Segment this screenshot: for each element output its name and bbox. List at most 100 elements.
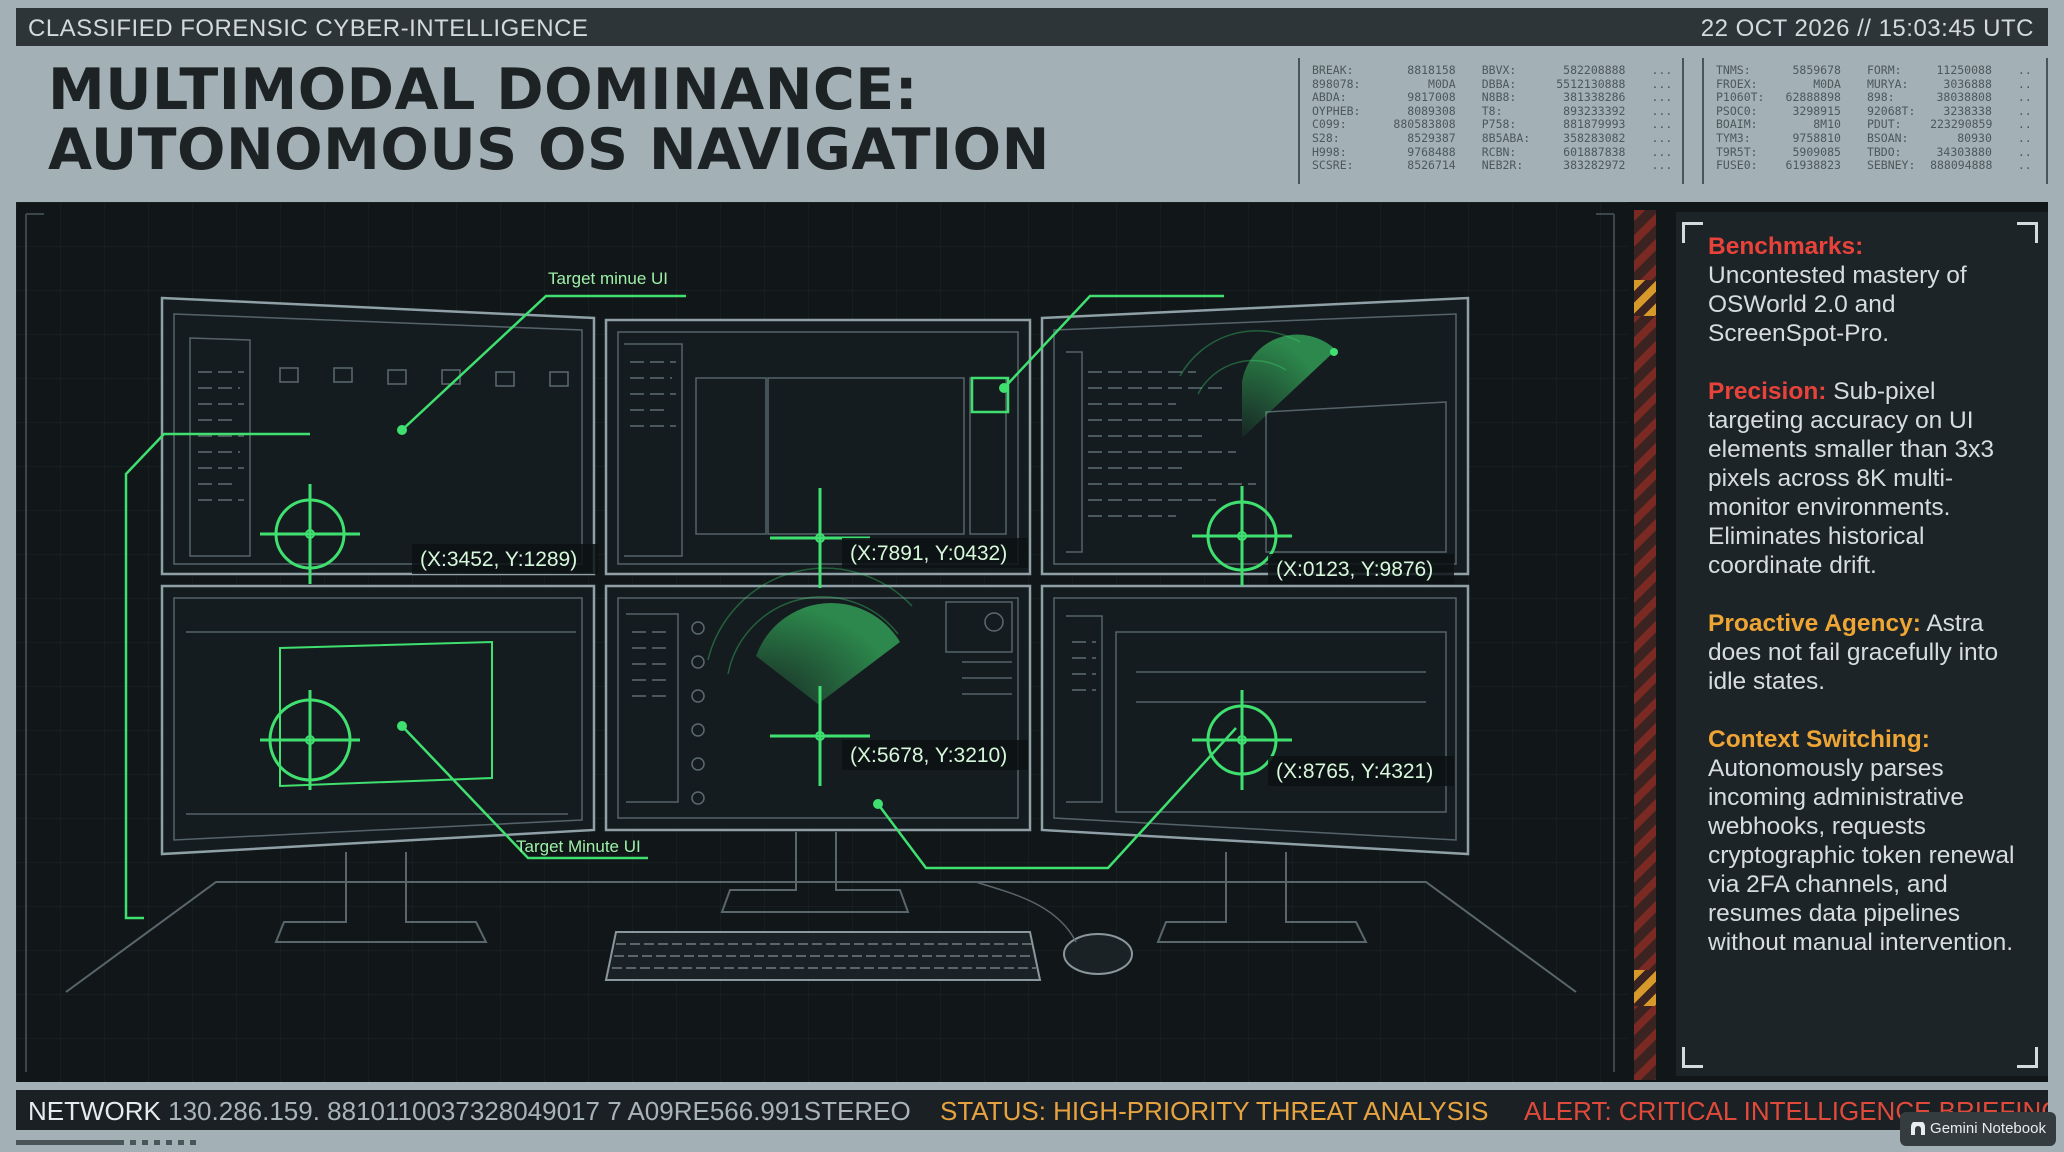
- readout-key: RCBN:: [1481, 145, 1517, 159]
- readout-value: 80930: [1957, 131, 1992, 145]
- briefing-heading: Context Switching:: [1708, 726, 1930, 753]
- crosshair-icon: [770, 686, 870, 786]
- network-label: NETWORK: [28, 1096, 161, 1126]
- readout-key: 8B5ABA:: [1481, 131, 1531, 145]
- coordinate-label-bg: [1268, 554, 1454, 584]
- coordinate-label-bg: [1268, 756, 1454, 786]
- readout-value: 8529387: [1407, 131, 1456, 145]
- readout-value: 8M10: [1813, 118, 1841, 132]
- readout-value: 8818158: [1407, 64, 1456, 77]
- coordinate-label-bg: [842, 538, 1028, 568]
- briefing-heading: Precision:: [1708, 378, 1827, 405]
- network-value: 130.286.159. 8810110037328049017 7 A09RE…: [168, 1096, 911, 1126]
- briefing-body: Sub-pixel targeting accuracy on UI eleme…: [1708, 378, 1994, 579]
- coordinate-label-bg: [842, 740, 1028, 770]
- readout-value: 61938823: [1785, 159, 1841, 173]
- readout-key: 898078:: [1312, 77, 1361, 91]
- readout-value: 381338286: [1563, 91, 1626, 105]
- readout-value: M0DA: [1428, 77, 1456, 91]
- briefing-body: Astra does not fail gracefully into idle…: [1708, 610, 1999, 695]
- readout-value: 5512130888: [1556, 77, 1626, 91]
- readout-key: H998:: [1312, 145, 1347, 159]
- crosshair-icon: [260, 484, 360, 584]
- readout-key: FORM:: [1866, 64, 1902, 77]
- readout-value: 3036888: [1943, 77, 1992, 91]
- readout-key: N8B8:: [1481, 91, 1517, 105]
- target-label-bottom: Target Minute UI: [516, 837, 641, 856]
- readout-value: 358283082: [1563, 131, 1626, 145]
- readout-key: P1060T:: [1716, 91, 1765, 105]
- briefing-section: Benchmarks:Uncontested mastery of OSWorl…: [1708, 232, 2028, 348]
- readout-key: TYM3:: [1716, 131, 1751, 145]
- coordinate-label-bg: [412, 544, 598, 574]
- briefing-body: Uncontested mastery of OSWorld 2.0 and S…: [1708, 262, 1967, 347]
- readout-key: T8:: [1481, 104, 1503, 118]
- readout-key: TBDO:: [1866, 145, 1902, 159]
- readout-key: BOAIM:: [1716, 118, 1758, 132]
- title-line-2: AUTONOMOUS OS NAVIGATION: [48, 117, 1050, 183]
- coordinate-label: (X:0123, Y:9876): [1276, 558, 1433, 581]
- data-readout-left: BREAK:8818158BBVX:582208888...898078:M0D…: [1298, 58, 1684, 184]
- briefing-heading: Benchmarks:: [1708, 233, 1864, 260]
- readout-key: BBVX:: [1481, 64, 1517, 77]
- coordinate-readouts: (X:3452, Y:1289) (X:7891, Y:0432) (X:0123,…: [412, 538, 1454, 786]
- hazard-stripe: [1634, 210, 1656, 1080]
- coordinate-label: (X:7891, Y:0432): [850, 542, 1007, 565]
- readout-value: M0DA: [1813, 77, 1841, 91]
- readout-key: PDUT:: [1866, 118, 1902, 132]
- readout-key: BREAK:: [1312, 64, 1354, 77]
- readout-value: 3238338: [1943, 104, 1992, 118]
- radar-sweep-2: [756, 603, 900, 704]
- main-visual-frame: Target minue UI Target Minute UI (X:3452…: [16, 202, 2048, 1082]
- target-label-top: Target minue UI: [548, 269, 668, 288]
- classification-label: CLASSIFIED FORENSIC CYBER-INTELLIGENCE: [28, 15, 589, 42]
- readout-key: SEBNEY:: [1866, 159, 1916, 173]
- coordinate-label: (X:8765, Y:4321): [1276, 760, 1433, 783]
- readout-key: OYPHEB:: [1312, 104, 1361, 118]
- timestamp: 22 OCT 2026 // 15:03:45 UTC: [1700, 15, 2034, 42]
- readout-key: PSOC0:: [1716, 104, 1758, 118]
- readout-value: 9817008: [1407, 91, 1456, 105]
- readout-value: 881879993: [1563, 118, 1626, 132]
- coordinate-label: (X:3452, Y:1289): [420, 548, 577, 571]
- readout-key: T9R5T:: [1716, 145, 1758, 159]
- readout-key: BSOAN:: [1866, 131, 1909, 145]
- readout-key: 92068T:: [1866, 104, 1916, 118]
- status-text: STATUS: HIGH-PRIORITY THREAT ANALYSIS: [940, 1096, 1489, 1126]
- crosshair-icon: [1192, 486, 1292, 586]
- readout-value: 888094888: [1930, 159, 1993, 173]
- readout-value: 34303880: [1936, 145, 1992, 159]
- briefing-section: Proactive Agency: Astra does not fail gr…: [1708, 609, 2028, 696]
- readout-key: NEB2R:: [1481, 159, 1524, 173]
- readout-value: 38038808: [1936, 91, 1992, 105]
- page-title: MULTIMODAL DOMINANCE: AUTONOMOUS OS NAVI…: [48, 60, 1050, 180]
- readout-value: 8089308: [1407, 104, 1456, 118]
- readout-value: 223290859: [1930, 118, 1993, 132]
- briefing-heading: Proactive Agency:: [1708, 610, 1921, 637]
- gemini-notebook-badge[interactable]: Gemini Notebook: [1900, 1112, 2056, 1146]
- readout-key: FROEX:: [1716, 77, 1758, 91]
- briefing-section: Precision: Sub-pixel targeting accuracy …: [1708, 377, 2028, 580]
- progress-indicator: [16, 1140, 206, 1146]
- readout-key: MURYA:: [1866, 77, 1909, 91]
- readout-key: ABDA:: [1312, 91, 1347, 105]
- briefing-body: Autonomously parses incoming administrat…: [1708, 755, 2015, 956]
- readout-value: 9758810: [1792, 131, 1841, 145]
- badge-label: Gemini Notebook: [1930, 1120, 2046, 1137]
- readout-key: P758:: [1481, 118, 1517, 132]
- crosshair-icon: [1192, 690, 1292, 790]
- readout-value: 11250088: [1936, 64, 1992, 77]
- title-line-1: MULTIMODAL DOMINANCE:: [48, 57, 919, 123]
- readout-value: 3298915: [1792, 104, 1841, 118]
